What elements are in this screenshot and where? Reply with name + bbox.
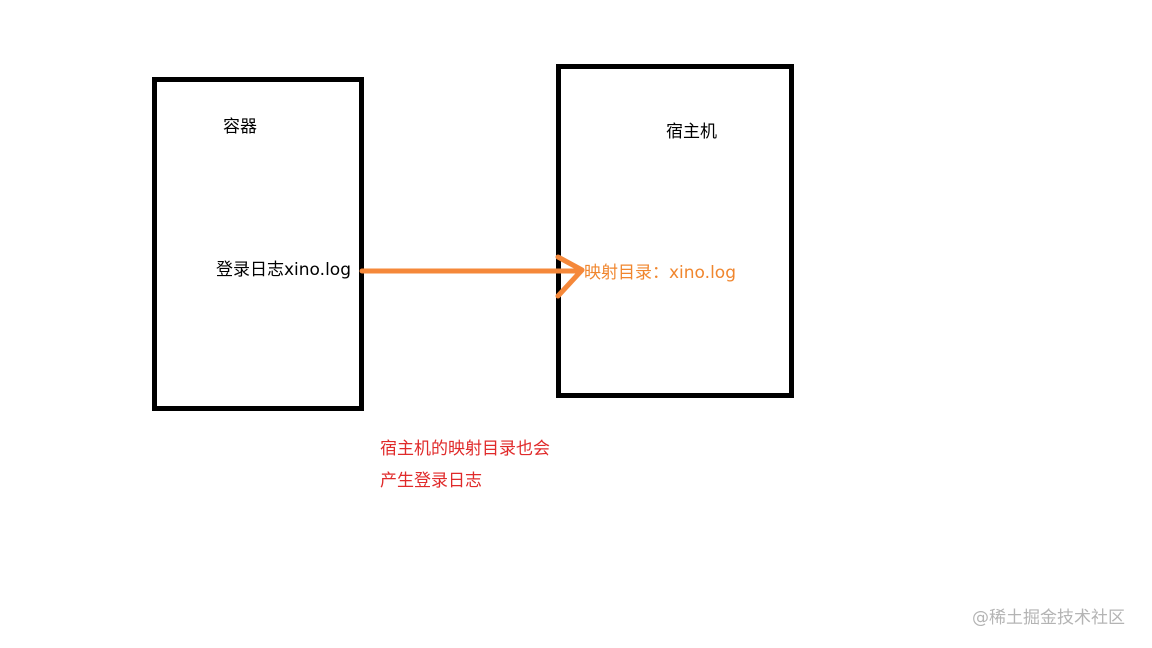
note-line-2: 产生登录日志 <box>380 471 482 491</box>
host-box <box>556 64 794 398</box>
note-line-1: 宿主机的映射目录也会 <box>380 439 550 459</box>
host-box-title: 宿主机 <box>666 122 717 142</box>
container-login-log-label: 登录日志xino.log <box>216 260 351 280</box>
host-mapped-dir-label: 映射目录：xino.log <box>584 263 736 283</box>
container-box <box>152 77 364 411</box>
watermark-text: @稀土掘金技术社区 <box>972 608 1125 628</box>
container-box-title: 容器 <box>223 117 257 137</box>
mapping-arrow-head <box>555 254 585 299</box>
